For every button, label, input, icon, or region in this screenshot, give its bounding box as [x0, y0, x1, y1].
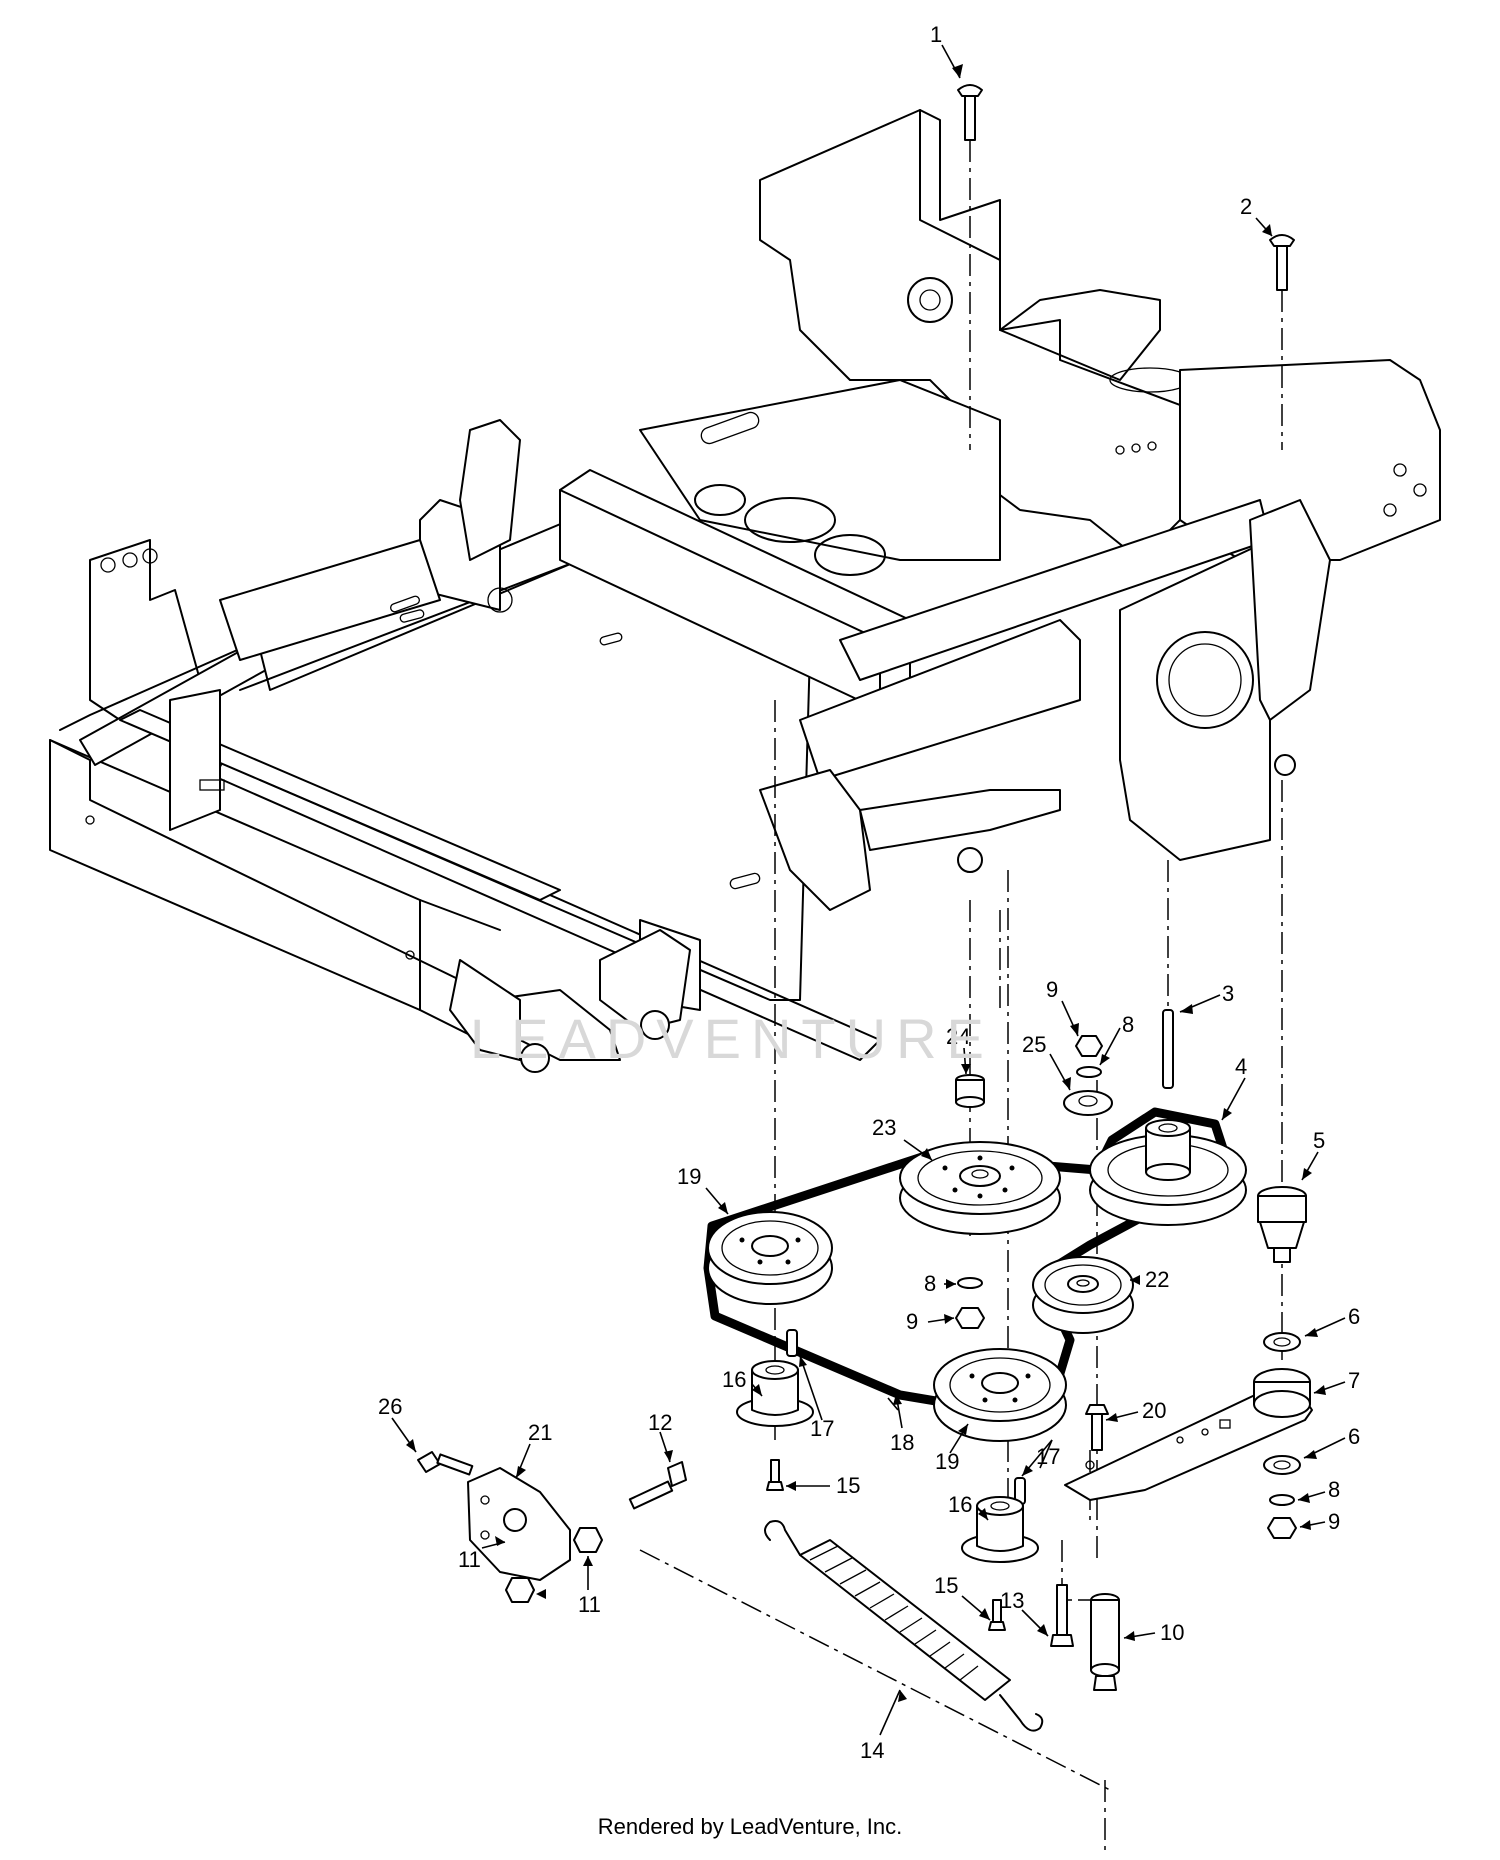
callout-13: 13: [1000, 1588, 1024, 1613]
footer-credit: Rendered by LeadVenture, Inc.: [597, 1814, 903, 1839]
callout-17b: 17: [1036, 1444, 1060, 1469]
callout-9a: 9: [1046, 977, 1058, 1002]
idler-pulley-22: [1032, 1256, 1134, 1334]
nut-9a: [1075, 1035, 1103, 1057]
callout-12: 12: [648, 1410, 672, 1435]
callout-10: 10: [1160, 1620, 1184, 1645]
washer-8b: [957, 1277, 983, 1289]
screw-15-center: [988, 1599, 1006, 1631]
callout-9b: 9: [906, 1309, 918, 1334]
callout-4: 4: [1235, 1054, 1247, 1079]
bushing-5: [1257, 1186, 1307, 1263]
callout-23: 23: [872, 1115, 896, 1140]
pulley-23: [899, 1141, 1061, 1235]
callout-8b: 8: [924, 1271, 936, 1296]
nut-9b: [955, 1307, 985, 1329]
bolt-2: [1269, 234, 1295, 291]
callout-19a: 19: [677, 1164, 701, 1189]
bolt-26: [417, 1451, 474, 1476]
screw-15-left: [766, 1459, 784, 1491]
bearing-6-lower: [1263, 1455, 1301, 1475]
nut-11-b: [573, 1527, 603, 1553]
callout-15a: 15: [836, 1473, 860, 1498]
callout-15b: 15: [934, 1573, 958, 1598]
pulley-4: [1089, 1119, 1247, 1226]
bolt-1: [957, 84, 983, 141]
callout-8a: 8: [1122, 1012, 1134, 1037]
bolt-13: [1050, 1584, 1074, 1647]
bearing-6-upper: [1263, 1332, 1301, 1352]
callout-25: 25: [1022, 1032, 1046, 1057]
spring-14: [764, 1520, 1044, 1732]
callout-26: 26: [378, 1394, 402, 1419]
callout-21: 21: [528, 1420, 552, 1445]
spacer-25: [1063, 1090, 1113, 1116]
callout-labels: 1 2 3 4 5 6 7 6 8 9 9 8 25 24 23 19 8 9 …: [378, 22, 1360, 1763]
callout-19b: 19: [935, 1449, 959, 1474]
bolt-12: [628, 1461, 687, 1510]
hub-16-left: [736, 1360, 814, 1427]
callout-14: 14: [860, 1738, 884, 1763]
callout-11a: 11: [458, 1547, 481, 1572]
pivot-pin-10: [1090, 1593, 1120, 1691]
bracket-21: [467, 1467, 571, 1581]
bolt-20: [1085, 1404, 1109, 1451]
washer-8c: [1269, 1494, 1295, 1506]
callout-6a: 6: [1348, 1304, 1360, 1329]
callout-22: 22: [1145, 1267, 1169, 1292]
callout-7: 7: [1348, 1368, 1360, 1393]
callout-1: 1: [930, 22, 942, 47]
nut-11-a: [505, 1577, 535, 1603]
callout-9c: 9: [1328, 1509, 1340, 1534]
callout-16b: 16: [948, 1492, 972, 1517]
watermark: LEADVENTURE: [470, 1007, 994, 1070]
key-17-left: [786, 1329, 798, 1357]
callout-6b: 6: [1348, 1424, 1360, 1449]
mower-frame: [49, 109, 1441, 1073]
callout-17a: 17: [810, 1416, 834, 1441]
nut-9c: [1267, 1517, 1297, 1539]
callout-11b: 11: [578, 1592, 601, 1617]
spacer-24: [955, 1074, 985, 1108]
washer-8a: [1076, 1066, 1102, 1078]
idler-arm-7: [1064, 1368, 1313, 1501]
callout-3: 3: [1222, 981, 1234, 1006]
key-3: [1162, 1009, 1174, 1089]
callout-24: 24: [946, 1024, 970, 1049]
pulley-19-center: [933, 1348, 1067, 1442]
callout-20: 20: [1142, 1398, 1166, 1423]
callout-2: 2: [1240, 194, 1252, 219]
callout-8c: 8: [1328, 1477, 1340, 1502]
callout-18: 18: [890, 1430, 914, 1455]
callout-5: 5: [1313, 1128, 1325, 1153]
callout-16a: 16: [722, 1367, 746, 1392]
leader-lines: [391, 44, 1346, 1736]
hub-16-center: [961, 1496, 1039, 1563]
pulley-19-left: [707, 1211, 833, 1305]
